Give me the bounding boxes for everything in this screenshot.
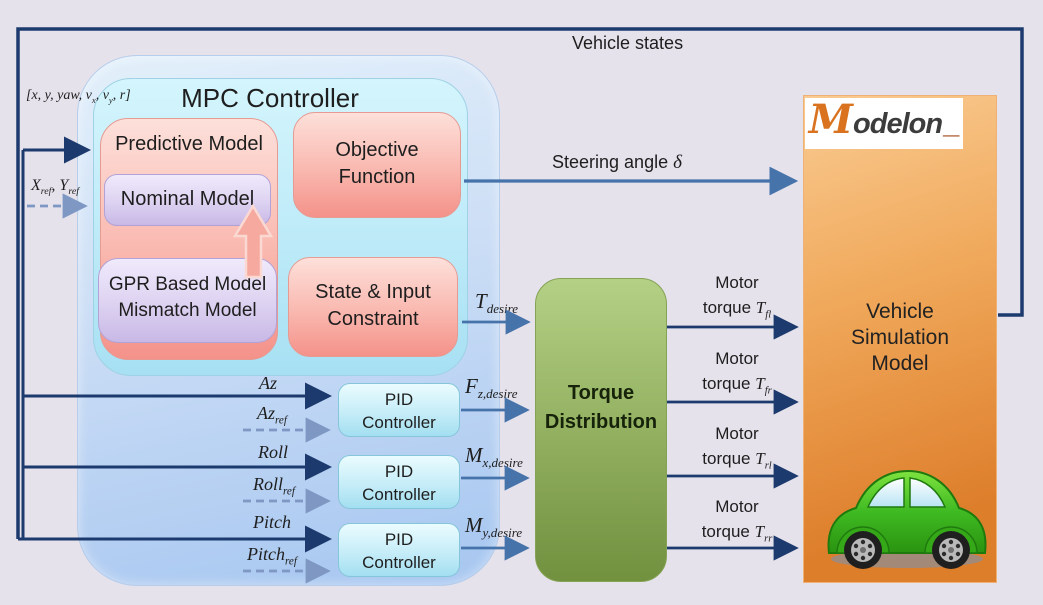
pitch-ref-label: Pitchref [247, 544, 297, 568]
fz-desire-label: Fz,desire [465, 374, 518, 402]
vehicle-states-label: Vehicle states [572, 33, 684, 53]
my-desire-label: My,desire [465, 513, 523, 541]
mx-desire-label: Mx,desire [465, 443, 523, 471]
nominal-model-box: Nominal Model [104, 174, 271, 226]
pid-controller-roll: PID Controller [338, 455, 460, 509]
pid-controller-az: PID Controller [338, 383, 460, 437]
torque-distribution-box: Torque Distribution [535, 278, 667, 582]
pid-controller-pitch: PID Controller [338, 523, 460, 577]
t-desire-label: Tdesire [475, 289, 519, 317]
steering-angle-label: Steering angle δ [552, 152, 682, 173]
state-vector-label: [x, y, yaw, vx, vy, r] [26, 88, 131, 105]
car-icon [827, 469, 987, 569]
modelon-logo: Modelon_ [805, 98, 963, 149]
objective-function-box: Objective Function [293, 112, 461, 218]
xy-ref-label: Xref, Yref [31, 177, 79, 198]
roll-ref-label: Rollref [253, 474, 295, 498]
state-input-constraint-box: State & Input Constraint [288, 257, 458, 357]
gpr-model-box: GPR Based Model Mismatch Model [98, 258, 277, 343]
predictive-model-title: Predictive Model [115, 133, 263, 155]
motor-torque-rl-label: Motor torque Trl [702, 424, 772, 472]
roll-label: Roll [258, 442, 288, 462]
motor-torque-rr-label: Motor torque Trr [701, 497, 773, 545]
az-ref-label: Azref [257, 403, 287, 427]
motor-torque-fl-label: Motor torque Tfl [702, 273, 772, 321]
az-label: Az [259, 373, 277, 393]
vehicle-simulation-label: Vehicle Simulation Model [850, 300, 950, 375]
pitch-label: Pitch [253, 512, 291, 532]
motor-torque-fr-label: Motor torque Tfr [702, 349, 772, 397]
mpc-title: MPC Controller [181, 83, 359, 113]
